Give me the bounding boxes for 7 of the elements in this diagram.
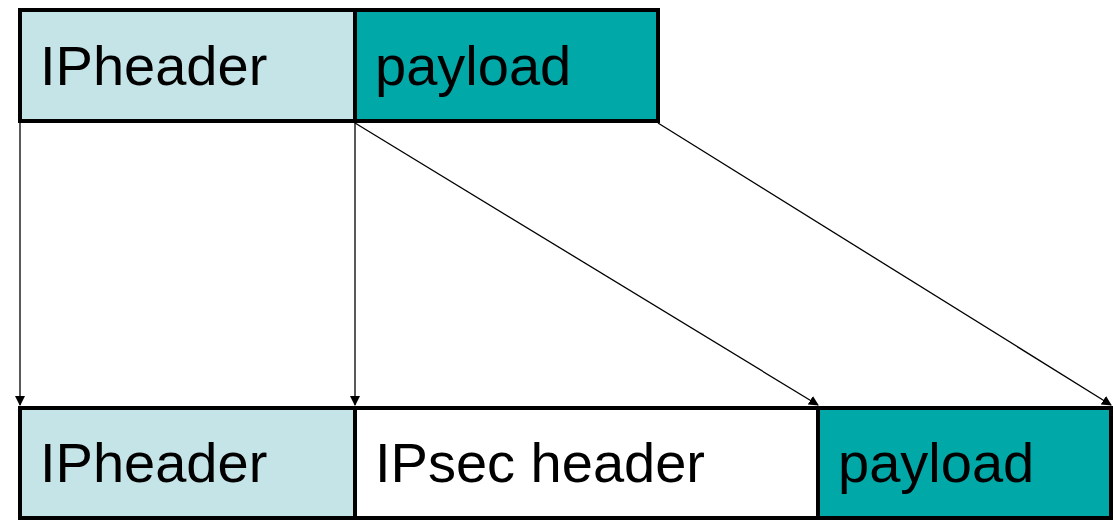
box-label: IPheader [40, 37, 268, 94]
box-label: IPheader [40, 435, 268, 491]
arrow [350, 122, 360, 406]
arrow [15, 122, 25, 406]
arrow [354, 122, 819, 406]
box-label: IPsec header [375, 435, 705, 491]
arrow [657, 122, 1112, 406]
